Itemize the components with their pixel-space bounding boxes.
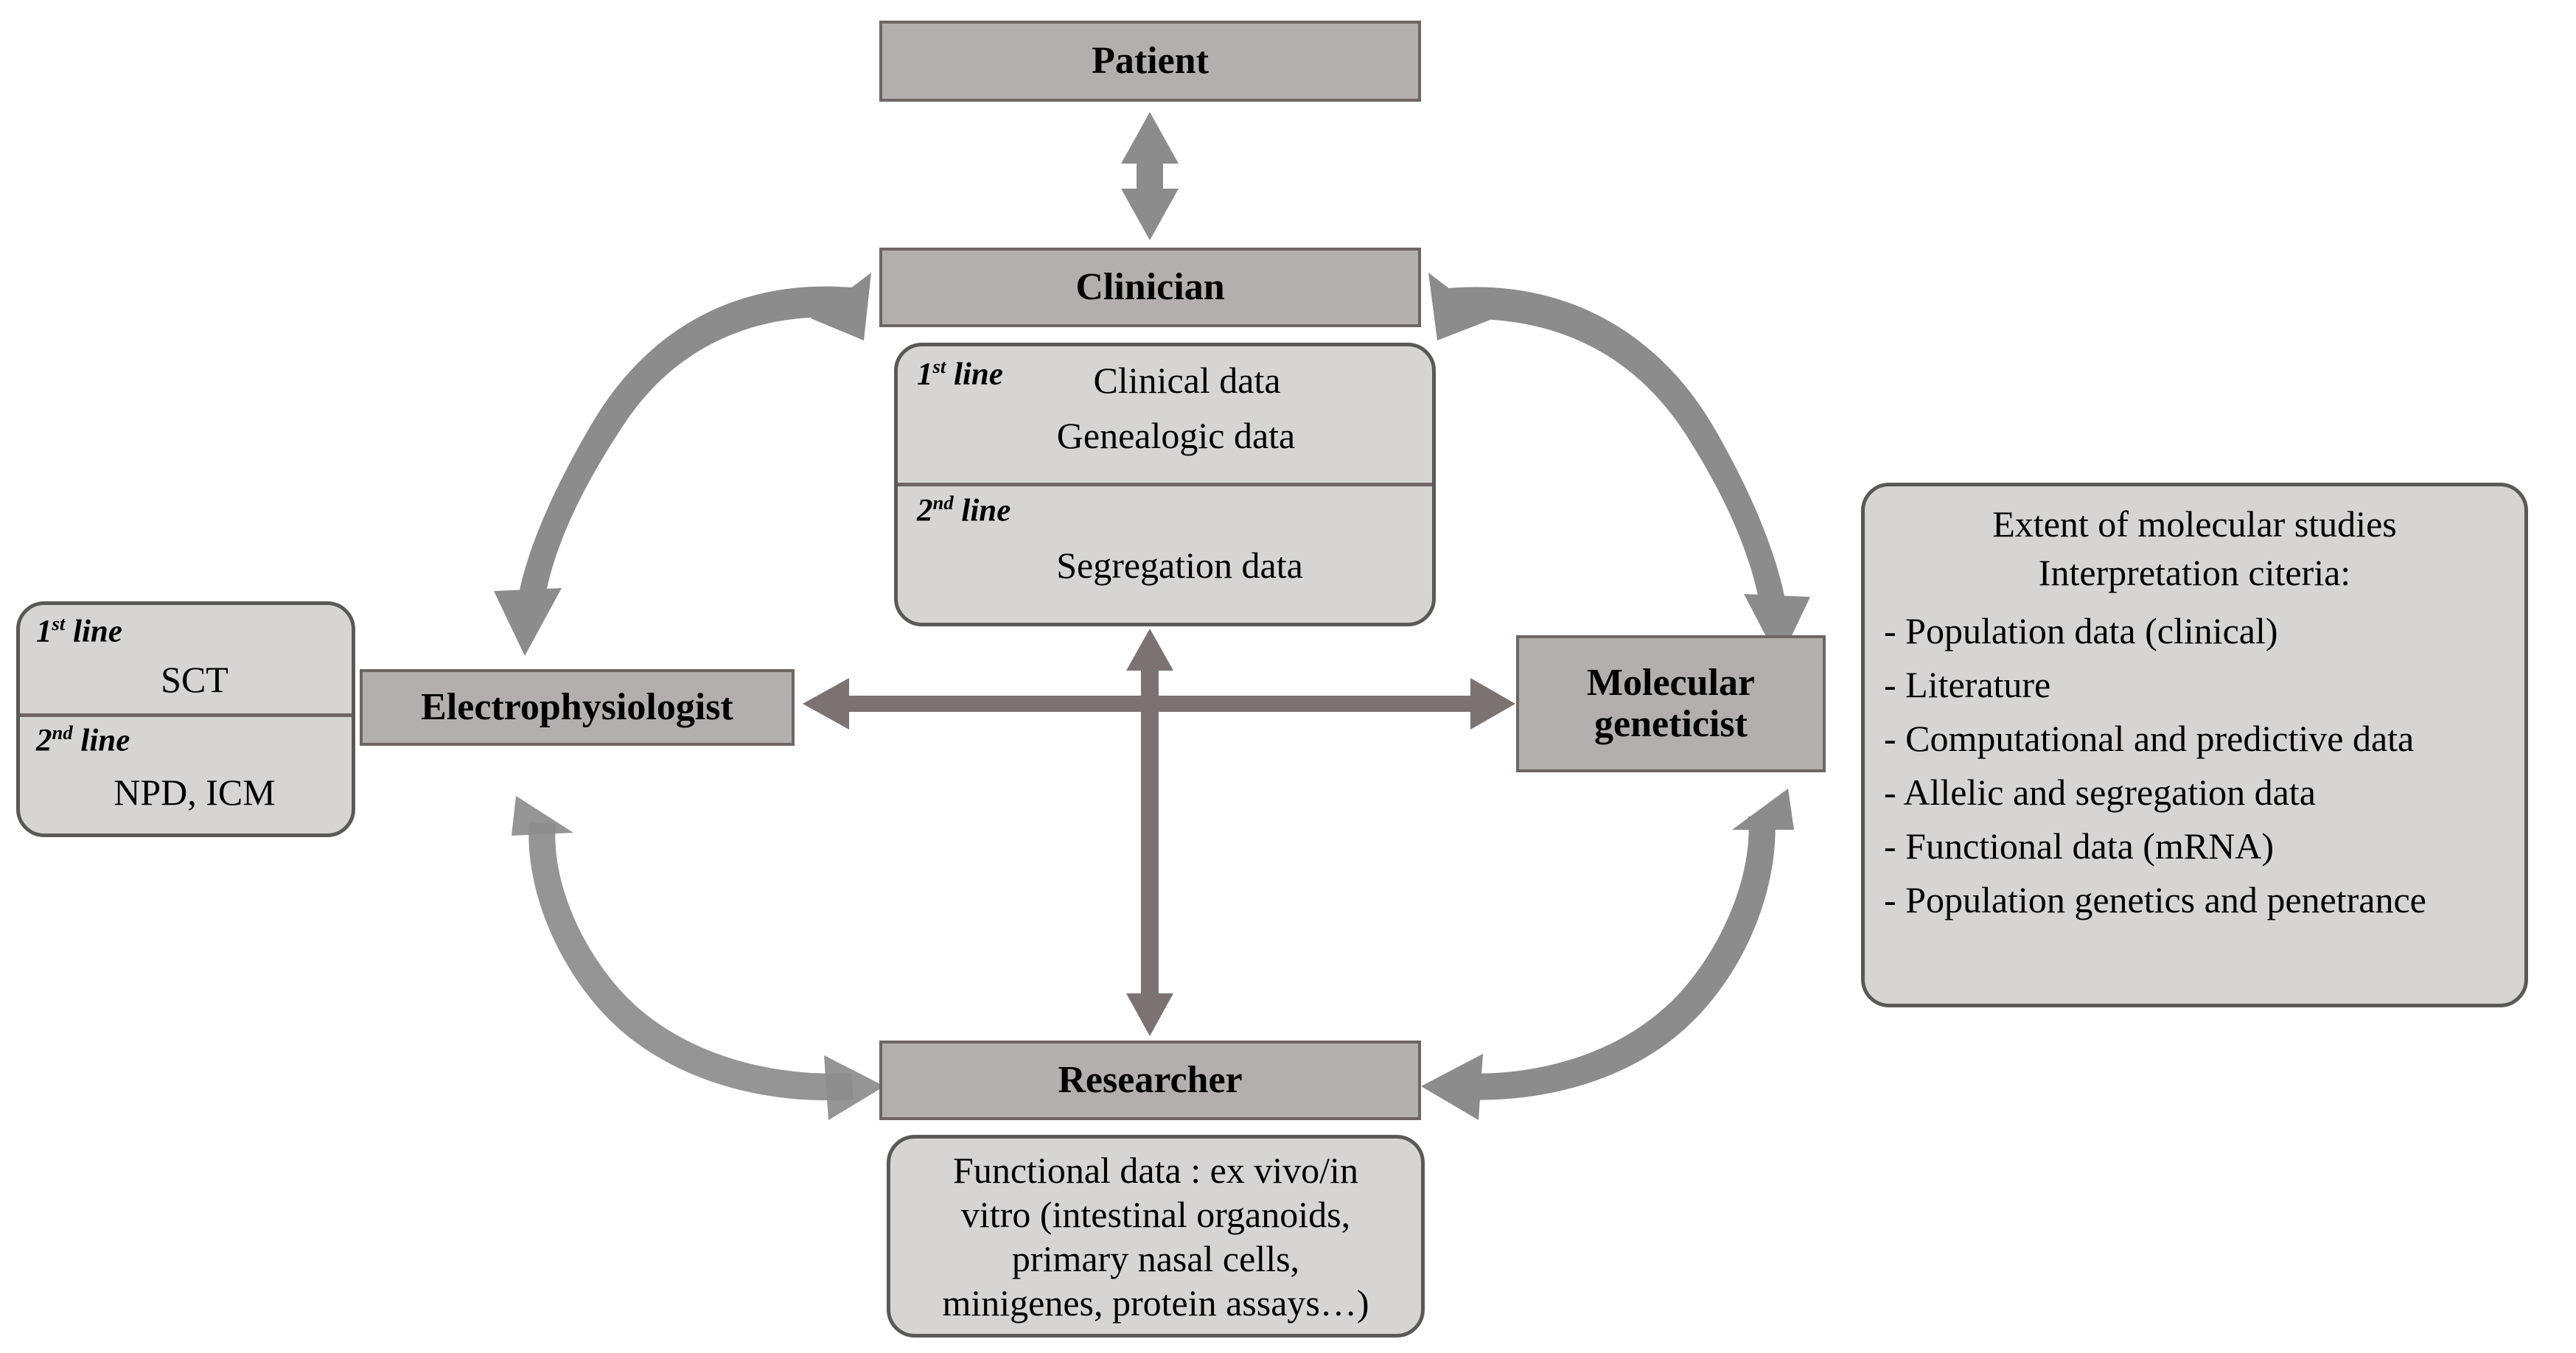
molecular-studies-panel: Extent of molecular studies Interpretati… — [1861, 483, 2528, 1007]
clinician-second-line-suffix: nd — [932, 492, 954, 514]
clinician-panel-divider — [898, 483, 1432, 486]
molecular-panel-heading-criteria: Interpretation citeria: — [2038, 552, 2351, 593]
clinician-molecular-geneticist-curve — [1428, 273, 1810, 662]
clinician-item-clinical-data: Clinical data — [1093, 360, 1281, 401]
role-box-molecular-geneticist[interactable]: Molecular geneticist — [1516, 635, 1826, 772]
ep-second-line-word: line — [72, 723, 130, 758]
criteria-item: - Population data (clinical) — [1884, 610, 2278, 651]
ep-first-line-suffix: st — [52, 612, 66, 634]
electrophysiologist-panel-divider — [20, 713, 352, 717]
criteria-item: - Computational and predictive data — [1884, 718, 2415, 759]
role-label-molecular-geneticist-line1: Molecular — [1586, 661, 1756, 704]
role-label-electrophysiologist: Electrophysiologist — [421, 685, 733, 728]
criteria-item: - Literature — [1884, 664, 2051, 705]
clinician-electrophysiologist-curve — [494, 273, 871, 656]
molecular-criteria-list: - Population data (clinical) - Literatur… — [1884, 604, 2505, 927]
criteria-item: - Population genetics and penetrance — [1884, 879, 2426, 920]
electrophysiologist-molecular-geneticist-arrow — [803, 678, 1515, 730]
electrophysiologist-data-panel: 1st line SCT 2nd line NPD, ICM — [16, 601, 355, 837]
clinician-researcher-arrow — [1126, 629, 1173, 1036]
clinician-second-line-number: 2 — [917, 493, 933, 528]
role-label-molecular-geneticist-line2: geneticist — [1594, 703, 1748, 745]
role-box-researcher[interactable]: Researcher — [879, 1041, 1421, 1120]
ep-second-line-number: 2 — [36, 723, 52, 758]
ep-first-line-word: line — [65, 614, 122, 649]
clinician-second-line-word: line — [953, 493, 1011, 528]
researcher-text-line: vitro (intestinal organoids, — [960, 1193, 1351, 1235]
role-box-clinician[interactable]: Clinician — [879, 248, 1421, 327]
role-label-researcher: Researcher — [1058, 1058, 1243, 1101]
clinician-item-segregation-data: Segregation data — [1056, 545, 1303, 586]
researcher-text-line: minigenes, protein assays…) — [942, 1282, 1369, 1324]
role-label-patient: Patient — [1092, 39, 1209, 82]
electrophysiologist-item-npd-icm: NPD, ICM — [114, 772, 276, 813]
electrophysiologist-researcher-curve — [512, 796, 884, 1120]
clinician-first-line-suffix: st — [932, 355, 946, 377]
role-label-molecular-geneticist: Molecular geneticist — [1587, 662, 1755, 745]
researcher-data-panel: Functional data : ex vivo/in vitro (inte… — [887, 1135, 1425, 1338]
clinician-data-panel: 1st line Clinical data Genealogic data 2… — [894, 343, 1436, 626]
clinician-first-line-word: line — [946, 357, 1003, 392]
clinician-second-line-label: 2nd line — [917, 492, 1010, 528]
researcher-text-line: primary nasal cells, — [1011, 1237, 1300, 1279]
electrophysiologist-item-sct: SCT — [161, 659, 228, 700]
molecular-geneticist-researcher-curve — [1421, 789, 1794, 1120]
role-label-clinician: Clinician — [1075, 265, 1225, 308]
criteria-item: - Functional data (mRNA) — [1884, 825, 2275, 867]
role-box-electrophysiologist[interactable]: Electrophysiologist — [360, 669, 795, 746]
patient-clinician-double-arrow — [1121, 112, 1179, 240]
molecular-panel-heading-extent: Extent of molecular studies — [1992, 503, 2397, 545]
ep-first-line-number: 1 — [36, 614, 52, 649]
researcher-text-line: Functional data : ex vivo/in — [953, 1149, 1358, 1191]
ep-second-line-suffix: nd — [52, 721, 73, 744]
criteria-item: - Allelic and segregation data — [1884, 772, 2316, 813]
researcher-functional-data-text: Functional data : ex vivo/in vitro (inte… — [929, 1148, 1382, 1325]
electrophysiologist-second-line-label: 2nd line — [36, 721, 130, 758]
clinician-item-genealogic-data: Genealogic data — [1056, 415, 1296, 456]
electrophysiologist-first-line-label: 1st line — [36, 612, 122, 649]
clinician-first-line-number: 1 — [917, 357, 933, 392]
role-box-patient[interactable]: Patient — [879, 21, 1421, 102]
clinician-first-line-label: 1st line — [917, 355, 1003, 392]
